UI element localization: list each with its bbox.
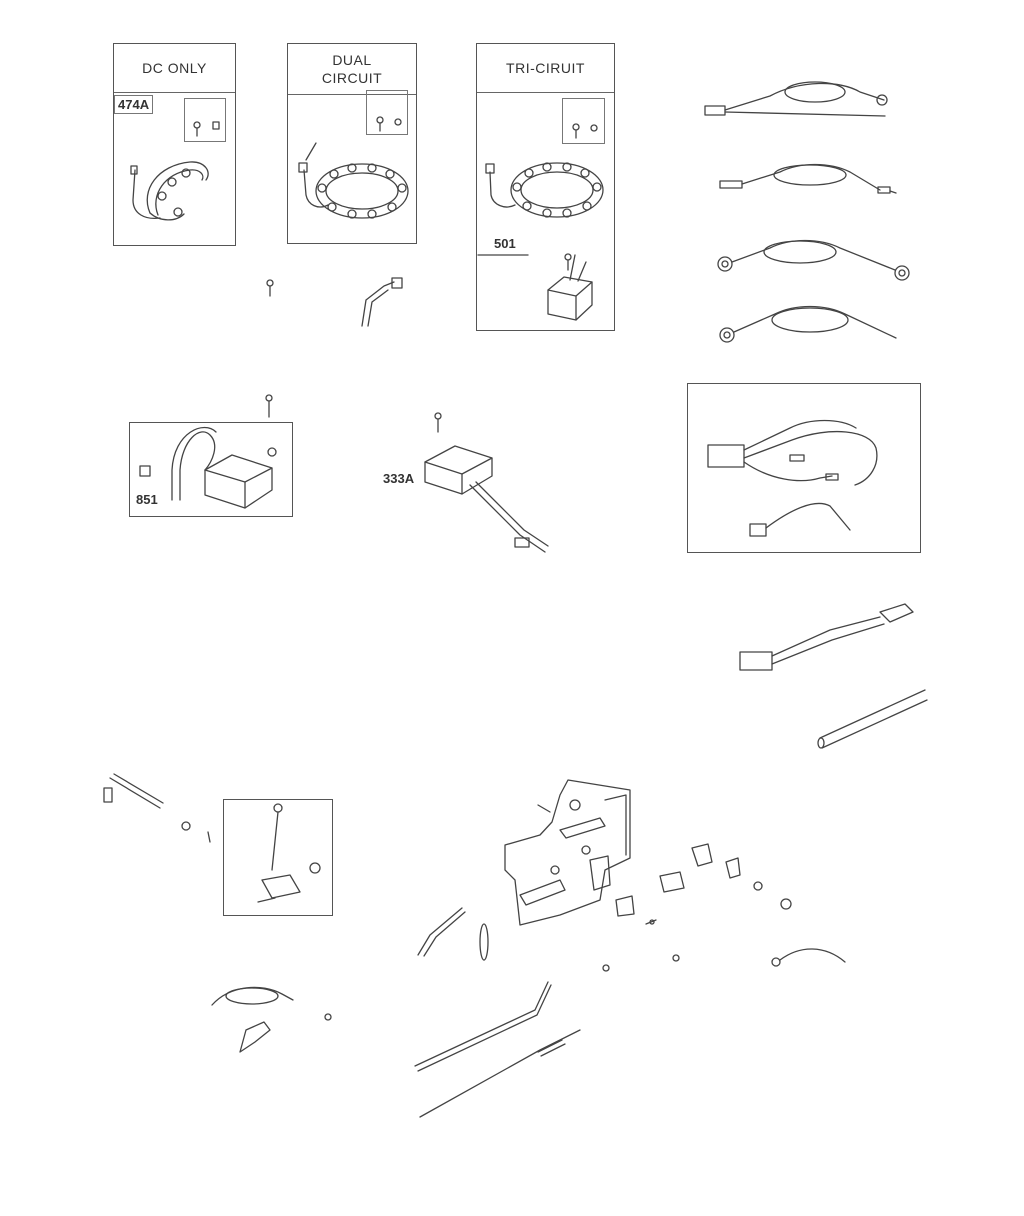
tube-part	[817, 689, 928, 749]
dc-only-box: DC ONLY	[113, 43, 236, 246]
tri-stator-icon	[485, 162, 604, 218]
choke-link-wire	[419, 1029, 581, 1118]
ground-lead-1	[704, 81, 888, 117]
governor-linkage-icon	[257, 803, 321, 903]
tri-nut-icon	[590, 124, 598, 132]
small-cable-part	[771, 948, 846, 967]
tri-circuit-ref-label: 501	[494, 236, 516, 251]
ignition-module-icon	[424, 445, 549, 553]
dual-circuit-box: DUAL CIRCUIT	[287, 43, 417, 244]
dc-only-hardware-box	[184, 98, 226, 142]
dual-screw-icon	[376, 116, 384, 132]
dual-circuit-title-line1: DUAL	[332, 52, 372, 68]
dual-stator-icon	[298, 142, 409, 219]
screw-part	[266, 279, 274, 297]
dual-circuit-title-line2: CIRCUIT	[321, 70, 383, 86]
ground-lead-2	[719, 163, 897, 194]
dual-nut-icon	[394, 118, 402, 126]
ignition-module-ref-label: 333A	[383, 471, 415, 486]
bracket-hardware-parts	[602, 843, 792, 972]
ignition-armature-ref-label: 851	[136, 492, 158, 507]
wiring-harness-icon	[707, 419, 878, 537]
extension-harness-icon	[739, 603, 914, 671]
control-bracket-icon	[504, 779, 631, 926]
governor-spring-part	[417, 907, 489, 961]
regulator-rectifier-icon	[547, 253, 593, 321]
choke-cable-part	[211, 986, 332, 1053]
tri-circuit-box: TRI-CIRUIT	[476, 43, 615, 331]
ground-lead-4	[719, 305, 897, 343]
tri-circuit-hardware-box	[562, 98, 605, 144]
ignition-armature-icon	[139, 427, 277, 509]
dc-stator-icon	[130, 161, 209, 221]
wiring-harness-box	[687, 383, 921, 553]
dual-circuit-hardware-box	[366, 90, 408, 135]
ignition-armature-box	[129, 422, 293, 517]
ground-lead-3	[717, 239, 910, 281]
dc-only-title: DC ONLY	[142, 60, 207, 76]
throttle-link-rod	[414, 981, 552, 1072]
ignition-module-screw	[434, 412, 442, 433]
tri-screw-icon	[572, 123, 580, 139]
connector-bracket-part	[361, 277, 403, 327]
dual-circuit-title-rule	[288, 94, 416, 95]
dc-only-ref-label: 474A	[114, 95, 154, 114]
dc-only-screw-icon	[193, 121, 201, 137]
throttle-rod-part	[103, 773, 211, 843]
tri-circuit-title: TRI-CIRUIT	[506, 60, 585, 76]
dc-only-title-rule	[114, 92, 235, 93]
dc-only-nut-icon	[212, 121, 220, 130]
governor-linkage-box	[223, 799, 333, 916]
armature-screw-part	[265, 394, 273, 418]
tri-circuit-title-rule	[477, 92, 614, 93]
